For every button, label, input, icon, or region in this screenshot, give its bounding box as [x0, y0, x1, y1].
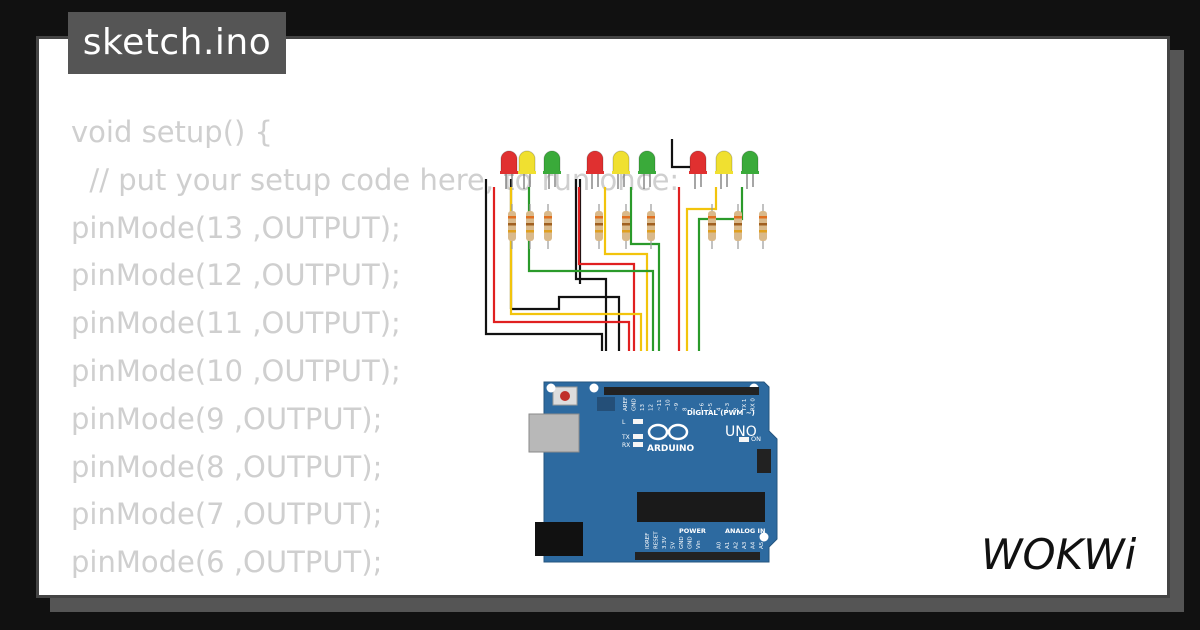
- pin-label: A4: [751, 541, 757, 549]
- arduino-uno-board[interactable]: UNO ARDUINO DIGITAL (PWM ~) POWER ANALOG…: [528, 381, 778, 563]
- resistor[interactable]: [544, 204, 552, 249]
- wire-yellow-3: [685, 187, 718, 351]
- pin-label: GND: [688, 536, 694, 549]
- resistor[interactable]: [595, 204, 603, 249]
- pin-label: ~6: [700, 402, 706, 411]
- wokwi-logo: WOKWi: [981, 530, 1137, 579]
- pin-label: GND: [679, 536, 685, 549]
- wire-red-2: [577, 187, 636, 351]
- arduino-logo-icon: [647, 423, 689, 441]
- pin-label: A2: [734, 542, 740, 549]
- icsp-header: [757, 449, 771, 473]
- resistor[interactable]: [526, 204, 534, 249]
- pin-label: RX 0: [751, 398, 757, 411]
- code-line: // put your setup code here, to run once…: [71, 162, 680, 197]
- led-yellow[interactable]: [612, 150, 630, 189]
- led-yellow[interactable]: [715, 150, 733, 189]
- code-line: pinMode(7 ,OUTPUT);: [71, 497, 383, 532]
- wire-green-3: [697, 187, 744, 351]
- code-line: pinMode(9 ,OUTPUT);: [71, 401, 383, 436]
- pin-label: A5: [759, 541, 765, 549]
- led-red[interactable]: [586, 150, 604, 189]
- pin-label: ~11: [657, 399, 663, 411]
- power-analog-header: [635, 552, 760, 560]
- code-line: pinMode(13 ,OUTPUT);: [71, 210, 401, 245]
- code-line: pinMode(8 ,OUTPUT);: [71, 449, 383, 484]
- pin-label: 5V: [671, 542, 677, 549]
- wire-yellow-1: [509, 187, 643, 351]
- pin-label: RESET: [654, 531, 660, 549]
- pin-label: IOREF: [645, 533, 651, 549]
- pin-label: GND: [632, 398, 638, 411]
- pin-label: 12: [649, 404, 655, 411]
- wire-yellow-2: [603, 187, 649, 351]
- wire-green-2: [629, 187, 661, 351]
- pin-label: AREF: [623, 397, 629, 411]
- file-tab[interactable]: sketch.ino: [68, 12, 286, 74]
- pin-label: ~5: [708, 402, 714, 411]
- digital-label: DIGITAL (PWM ~): [687, 409, 755, 417]
- code-line: pinMode(6 ,OUTPUT);: [71, 545, 383, 580]
- code-editor[interactable]: void setup() { // put your setup code he…: [71, 109, 680, 595]
- pin-label: 2: [734, 408, 740, 412]
- resistor[interactable]: [759, 204, 767, 249]
- pin-label: A0: [717, 541, 723, 549]
- pin-label: 3.3V: [662, 536, 668, 549]
- usb-port: [528, 413, 580, 453]
- pin-label: A1: [725, 542, 731, 549]
- digital-header: [604, 387, 759, 395]
- led-green[interactable]: [741, 150, 759, 189]
- arduino-label: ARDUINO: [647, 444, 695, 454]
- status-led-label: RX: [622, 442, 630, 449]
- pin-label: 7: [691, 407, 697, 411]
- microcontroller-chip: [637, 492, 765, 522]
- pin-label: A3: [742, 541, 748, 549]
- led-green[interactable]: [543, 150, 561, 189]
- resistor[interactable]: [622, 204, 630, 249]
- on-label: ON: [751, 435, 761, 443]
- pin-label: 8: [683, 407, 689, 411]
- pin-label: TX 1: [742, 399, 748, 412]
- pin-label: 4: [717, 407, 723, 411]
- led-green[interactable]: [638, 150, 656, 189]
- status-led: [633, 434, 643, 439]
- power-jack: [535, 522, 583, 556]
- code-line: pinMode(5 ,OUTPUT);: [71, 587, 679, 595]
- pin-label: ~9: [674, 402, 680, 411]
- led-row: [500, 150, 759, 189]
- resistor[interactable]: [508, 204, 516, 249]
- pin-label: Vin: [696, 540, 702, 549]
- wires: [484, 139, 744, 351]
- led-red[interactable]: [689, 150, 707, 189]
- pin-label: ~10: [666, 399, 672, 411]
- wire-gnd-1: [484, 179, 604, 351]
- resistor[interactable]: [734, 204, 742, 249]
- status-led-label: L: [622, 419, 626, 426]
- status-led-label: TX: [621, 434, 630, 441]
- wire-red-1: [492, 187, 631, 351]
- code-line: pinMode(10 ,OUTPUT);: [71, 353, 401, 388]
- led-red[interactable]: [500, 150, 518, 189]
- analog-label: ANALOG IN: [725, 527, 765, 535]
- code-line: pinMode(11 ,OUTPUT);: [71, 306, 401, 341]
- pin-label: 13: [640, 404, 646, 411]
- resistor-row: [508, 204, 767, 249]
- preview-card: void setup() { // put your setup code he…: [36, 36, 1170, 598]
- pin-label: ~3: [725, 402, 731, 411]
- code-line: pinMode(12 ,OUTPUT);: [71, 258, 401, 293]
- on-led: [739, 437, 749, 442]
- code-line: void setup() {: [71, 115, 273, 149]
- uno-label: UNO: [725, 424, 757, 440]
- power-label: POWER: [679, 527, 706, 535]
- circuit-diagram: UNO ARDUINO DIGITAL (PWM ~) POWER ANALOG…: [484, 139, 778, 563]
- status-led: [633, 442, 643, 447]
- led-yellow[interactable]: [518, 150, 536, 189]
- wokwi-logo-text: WOKWi: [981, 530, 1137, 579]
- resistor[interactable]: [708, 204, 716, 249]
- status-led: [633, 419, 643, 424]
- resistor[interactable]: [647, 204, 655, 249]
